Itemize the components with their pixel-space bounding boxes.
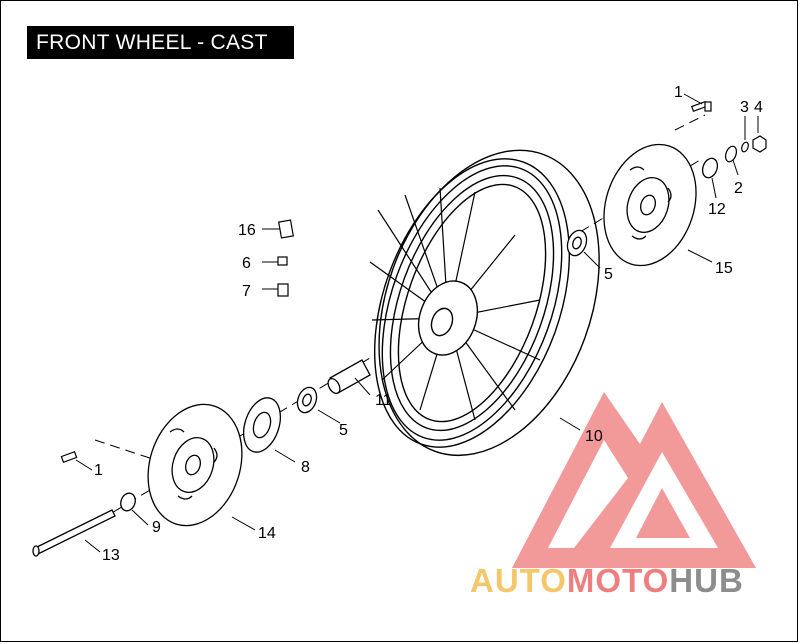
- valve-stem: [277, 283, 289, 297]
- watermark-text-hub: HUB: [669, 562, 744, 599]
- bearing-left: [296, 386, 318, 414]
- right-brake-disc: [603, 143, 697, 267]
- watermark-text-auto: AUTO: [470, 562, 567, 599]
- bolt-right: [690, 100, 712, 112]
- callout-8: 8: [301, 459, 310, 476]
- bearing-right: [566, 229, 588, 257]
- bolt-left: [60, 451, 78, 463]
- callout-15: 15: [715, 260, 733, 277]
- callout-5-right: 5: [604, 266, 613, 283]
- callout-2: 2: [734, 180, 743, 197]
- spacer-ring: [243, 397, 281, 453]
- callout-10: 10: [585, 428, 603, 445]
- callout-14: 14: [258, 525, 276, 542]
- callout-1-right: 1: [674, 84, 683, 101]
- callout-12: 12: [708, 201, 726, 218]
- watermark-logo: [512, 392, 756, 568]
- cast-wheel: [369, 149, 600, 457]
- diagram-title: FRONT WHEEL - CAST: [27, 26, 294, 59]
- nut: [752, 135, 767, 153]
- callout-4: 4: [754, 99, 763, 116]
- valve-cap: [277, 256, 288, 266]
- front-axle: [32, 509, 116, 557]
- balance-weight: [278, 219, 294, 239]
- right-spacer: [701, 157, 719, 179]
- axle-spacer-tube: [327, 359, 371, 395]
- leader-lines: [75, 93, 759, 553]
- left-brake-disc: [147, 403, 243, 527]
- callout-9: 9: [152, 519, 161, 536]
- callout-numbers: 1 3 4 2 12 16 6 7 5 15 11 5 10 8 1 9 14 …: [94, 84, 763, 564]
- callout-6: 6: [242, 255, 251, 272]
- watermark-text-moto: MOTO: [566, 562, 670, 599]
- left-spacer: [120, 492, 136, 512]
- callout-3: 3: [740, 99, 749, 116]
- watermark-text: AUTOMOTOHUB: [470, 560, 800, 602]
- callout-13: 13: [102, 547, 120, 564]
- callout-5-left: 5: [339, 422, 348, 439]
- callout-7: 7: [242, 283, 251, 300]
- washer: [724, 141, 749, 163]
- callout-11: 11: [375, 392, 392, 409]
- callout-16: 16: [238, 222, 256, 239]
- callout-1-left: 1: [94, 462, 103, 479]
